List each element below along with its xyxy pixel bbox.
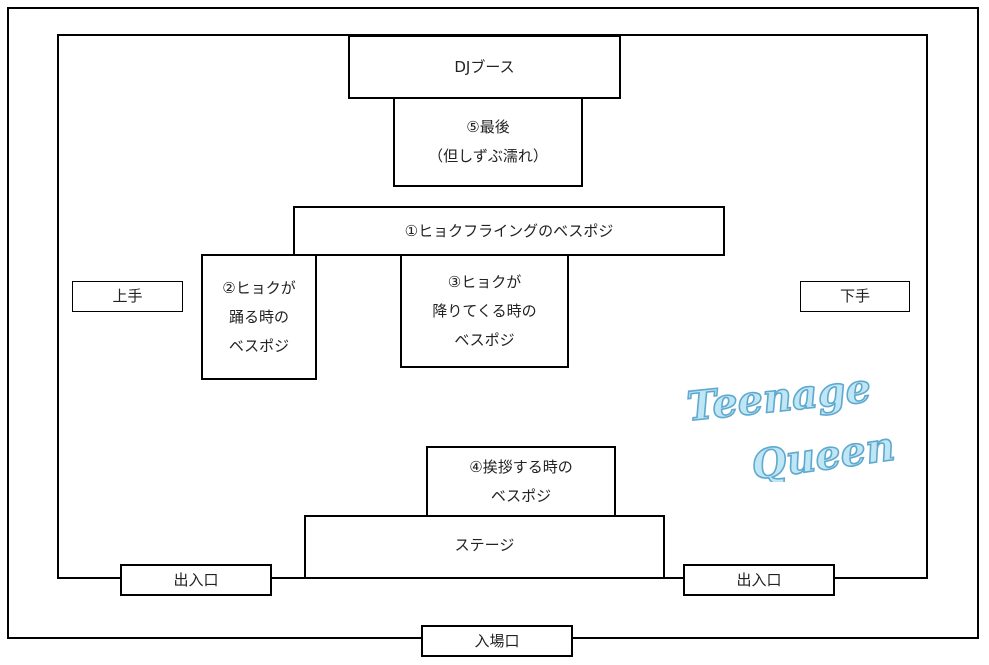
logo-line-2: Queen: [749, 423, 898, 482]
position-5-box: ⑤最後 （但しずぶ濡れ）: [393, 97, 583, 187]
position-1-box: ①ヒョクフライングのベスポジ: [293, 206, 725, 256]
position-4-line-2: ベスポジ: [490, 487, 552, 505]
position-1-label: ①ヒョクフライングのベスポジ: [404, 221, 614, 240]
position-3-line-3: ベスポジ: [454, 330, 515, 349]
stage-label: ステージ: [454, 536, 515, 554]
position-2-line-1: ②ヒョクが: [222, 278, 296, 297]
stage-right-label: 下手: [800, 281, 910, 312]
position-4-box: ④挨拶する時の ベスポジ: [426, 446, 616, 518]
position-3-line-1: ③ヒョクが: [447, 272, 522, 291]
position-3-box: ③ヒョクが 降りてくる時の ベスポジ: [400, 254, 569, 368]
position-2-line-3: ベスポジ: [228, 336, 290, 355]
position-3-line-2: 降りてくる時の: [432, 301, 537, 320]
position-5-line-2: （但しずぶ濡れ）: [428, 147, 548, 165]
exit-left: 出入口: [120, 564, 272, 596]
logo-line-1: Teenage: [685, 365, 873, 431]
entrance-label: 入場口: [474, 631, 520, 650]
position-5-line-1: ⑤最後: [466, 118, 510, 136]
exit-right: 出入口: [683, 564, 835, 596]
dj-booth-label: DJブース: [454, 57, 515, 76]
stage-left-text: 上手: [112, 287, 143, 305]
stage-left-label: 上手: [72, 281, 183, 312]
position-2-line-2: 踊る時の: [228, 307, 289, 326]
position-2-box: ②ヒョクが 踊る時の ベスポジ: [201, 254, 317, 380]
dj-booth: DJブース: [348, 35, 621, 99]
position-4-line-1: ④挨拶する時の: [469, 458, 573, 476]
exit-left-label: 出入口: [173, 570, 219, 589]
stage: ステージ: [304, 515, 665, 579]
stage-right-text: 下手: [839, 287, 870, 305]
entrance: 入場口: [421, 625, 573, 657]
exit-right-label: 出入口: [736, 570, 782, 589]
teenage-queen-logo: Teenage Queen: [684, 364, 899, 482]
